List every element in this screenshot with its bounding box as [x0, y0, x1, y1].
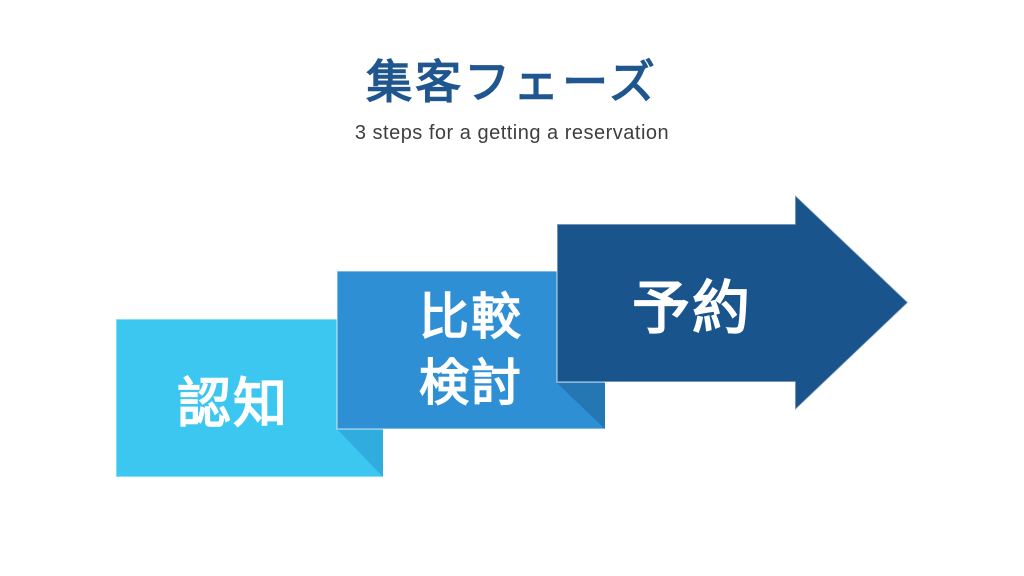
step-3-arrow [556, 193, 910, 412]
page-subtitle: 3 steps for a getting a reservation [354, 122, 670, 144]
fold-shadow-2 [557, 383, 605, 429]
page-title: 集客フェーズ [366, 56, 658, 108]
fold-shadow-1 [337, 429, 383, 477]
